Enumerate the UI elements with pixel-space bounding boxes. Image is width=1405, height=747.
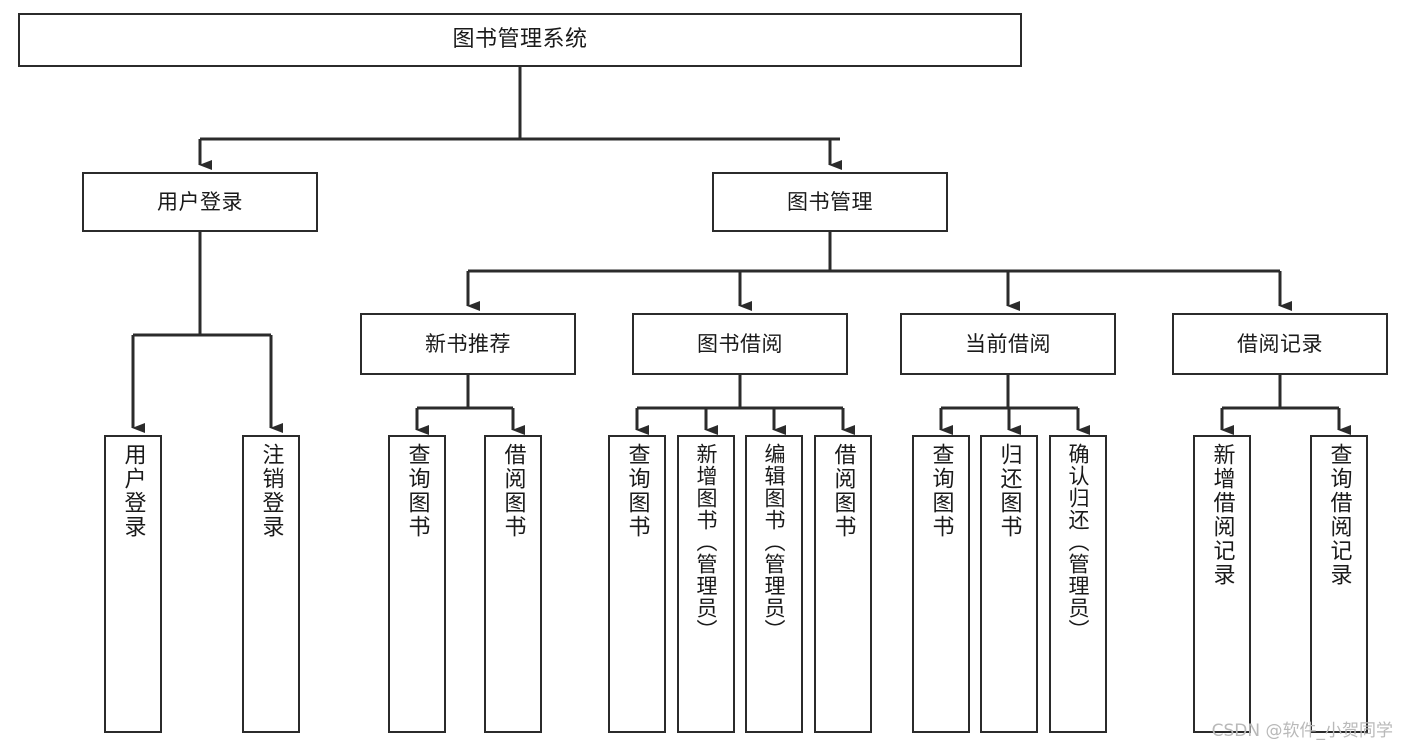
node-leaf-return-book[interactable]: 归还图书 [980,435,1038,733]
csdn-watermark: CSDN @软件_小贺同学 [1211,721,1393,741]
node-leaf-borrow-book-2[interactable]: 借阅图书 [814,435,872,733]
node-label: 图书管理系统 [452,27,588,53]
node-current-borrow[interactable]: 当前借阅 [900,313,1116,375]
node-label: 查询借阅记录 [1326,443,1352,587]
node-label: 确认归还（管理员） [1066,443,1091,641]
node-book-manage[interactable]: 图书管理 [712,172,948,232]
node-root-system[interactable]: 图书管理系统 [18,13,1022,67]
node-new-book-recommend[interactable]: 新书推荐 [360,313,576,375]
node-leaf-logout-login[interactable]: 注销登录 [242,435,300,733]
node-label: 注销登录 [258,443,284,539]
node-label: 借阅记录 [1237,331,1323,356]
node-label: 图书借阅 [697,331,783,356]
node-label: 图书管理 [787,189,873,214]
node-leaf-query-book-1[interactable]: 查询图书 [388,435,446,733]
node-borrow-record[interactable]: 借阅记录 [1172,313,1388,375]
node-label: 用户登录 [157,189,243,214]
node-leaf-add-record[interactable]: 新增借阅记录 [1193,435,1251,733]
node-label: 新增借阅记录 [1209,443,1235,587]
node-label: 用户登录 [120,443,146,539]
node-leaf-borrow-book-1[interactable]: 借阅图书 [484,435,542,733]
node-user-login[interactable]: 用户登录 [82,172,318,232]
node-label: 归还图书 [996,443,1022,539]
node-leaf-query-book-3[interactable]: 查询图书 [912,435,970,733]
node-label: 编辑图书（管理员） [762,443,787,641]
node-label: 查询图书 [624,443,650,539]
node-label: 借阅图书 [500,443,526,539]
node-label: 新增图书（管理员） [694,443,719,641]
node-label: 新书推荐 [425,331,511,356]
node-label: 查询图书 [404,443,430,539]
node-label: 借阅图书 [830,443,856,539]
node-leaf-query-book-2[interactable]: 查询图书 [608,435,666,733]
node-label: 查询图书 [928,443,954,539]
node-leaf-confirm-return[interactable]: 确认归还（管理员） [1049,435,1107,733]
node-book-borrow[interactable]: 图书借阅 [632,313,848,375]
node-leaf-edit-book[interactable]: 编辑图书（管理员） [745,435,803,733]
node-label: 当前借阅 [965,331,1051,356]
node-leaf-user-login[interactable]: 用户登录 [104,435,162,733]
node-leaf-query-record[interactable]: 查询借阅记录 [1310,435,1368,733]
node-leaf-add-book[interactable]: 新增图书（管理员） [677,435,735,733]
